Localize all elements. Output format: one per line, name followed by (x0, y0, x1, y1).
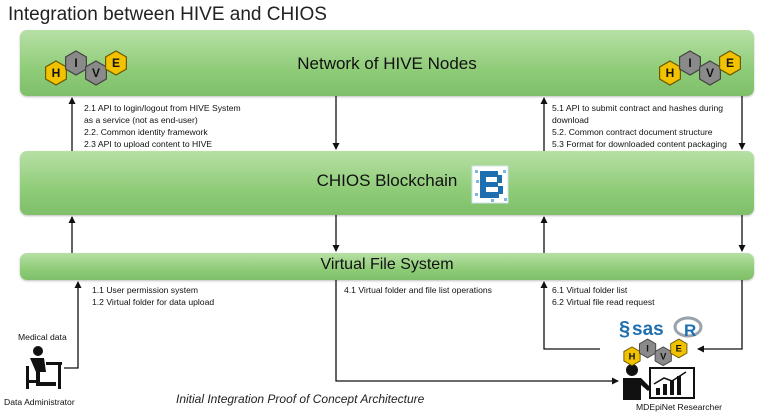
note-line: 6.1 Virtual folder list (552, 285, 628, 295)
hive-letter: E (676, 344, 682, 354)
notes-left-bottom: 1.1 User permission system 1.2 Virtual f… (92, 284, 214, 308)
hive-letter: H (629, 351, 636, 361)
hive-letter: I (646, 344, 649, 354)
sas-logo-text: sas (632, 319, 664, 340)
hive-letter: I (74, 56, 77, 70)
arrow-researcher-up-to-vfs (540, 281, 600, 350)
hive-letter: E (726, 56, 734, 70)
page-title: Integration between HIVE and CHIOS (8, 4, 327, 25)
note-line: 5.2. Common contract document structure (552, 127, 713, 137)
note-line: as a service (not as end-user) (84, 115, 198, 125)
researcher-icon (623, 364, 695, 400)
diagram-caption: Initial Integration Proof of Concept Arc… (176, 392, 425, 406)
data-administrator-label: Data Administrator (4, 397, 75, 407)
note-line: 2.3 API to upload content to HIVE (84, 139, 213, 149)
hive-logo-icon: H I V E (44, 50, 128, 86)
note-line: 4.1 Virtual folder and file list operati… (344, 285, 492, 295)
medical-data-label: Medical data (18, 332, 67, 342)
arrow-vfs-to-researcher (335, 280, 619, 385)
r-logo-icon: R (673, 316, 703, 340)
researcher-label: MDEpiNet Researcher (636, 402, 722, 412)
note-line: 5.1 API to submit contract and hashes du… (552, 103, 724, 113)
hive-letter: H (52, 66, 61, 80)
hive-letter: V (660, 351, 667, 361)
notes-middle-bottom: 4.1 Virtual folder and file list operati… (344, 284, 492, 296)
arrow-vfs-down-to-researcher (697, 280, 743, 353)
sas-logo-icon: § sas (619, 318, 664, 340)
data-administrator-icon (26, 346, 62, 389)
chios-blockchain-band: CHIOS Blockchain (20, 151, 754, 215)
note-line: download (552, 115, 589, 125)
note-line: 6.2 Virtual file read request (552, 297, 655, 307)
hive-network-band: Network of HIVE Nodes (20, 30, 754, 96)
hive-letter: I (688, 56, 691, 70)
hive-letter: E (112, 56, 120, 70)
hive-logo-icon: H I V E (623, 338, 688, 367)
hive-logo-icon: H I V E (658, 50, 742, 86)
note-line: 2.1 API to login/logout from HIVE System (84, 103, 241, 113)
blockchain-logo-icon (471, 165, 509, 204)
note-line: 5.3 Format for downloaded content packag… (552, 139, 727, 149)
hive-letter: V (706, 66, 714, 80)
hive-letter: V (92, 66, 100, 80)
notes-right-top: 5.1 API to submit contract and hashes du… (552, 102, 727, 150)
virtual-file-system-label: Virtual File System (320, 256, 454, 273)
virtual-file-system-band: Virtual File System (20, 253, 754, 280)
notes-left-top: 2.1 API to login/logout from HIVE System… (84, 102, 241, 150)
note-line: 2.2. Common identity framework (84, 127, 208, 137)
notes-right-bottom: 6.1 Virtual folder list 6.2 Virtual file… (552, 284, 655, 308)
hive-letter: H (666, 66, 675, 80)
r-logo-text: R (684, 321, 696, 340)
note-line: 1.1 User permission system (92, 285, 199, 295)
arrow-admin-to-vfs (64, 281, 82, 369)
chios-blockchain-label: CHIOS Blockchain (316, 171, 458, 190)
note-line: 1.2 Virtual folder for data upload (92, 297, 215, 307)
svg-text:§: § (619, 318, 630, 340)
hive-network-label: Network of HIVE Nodes (297, 54, 477, 73)
